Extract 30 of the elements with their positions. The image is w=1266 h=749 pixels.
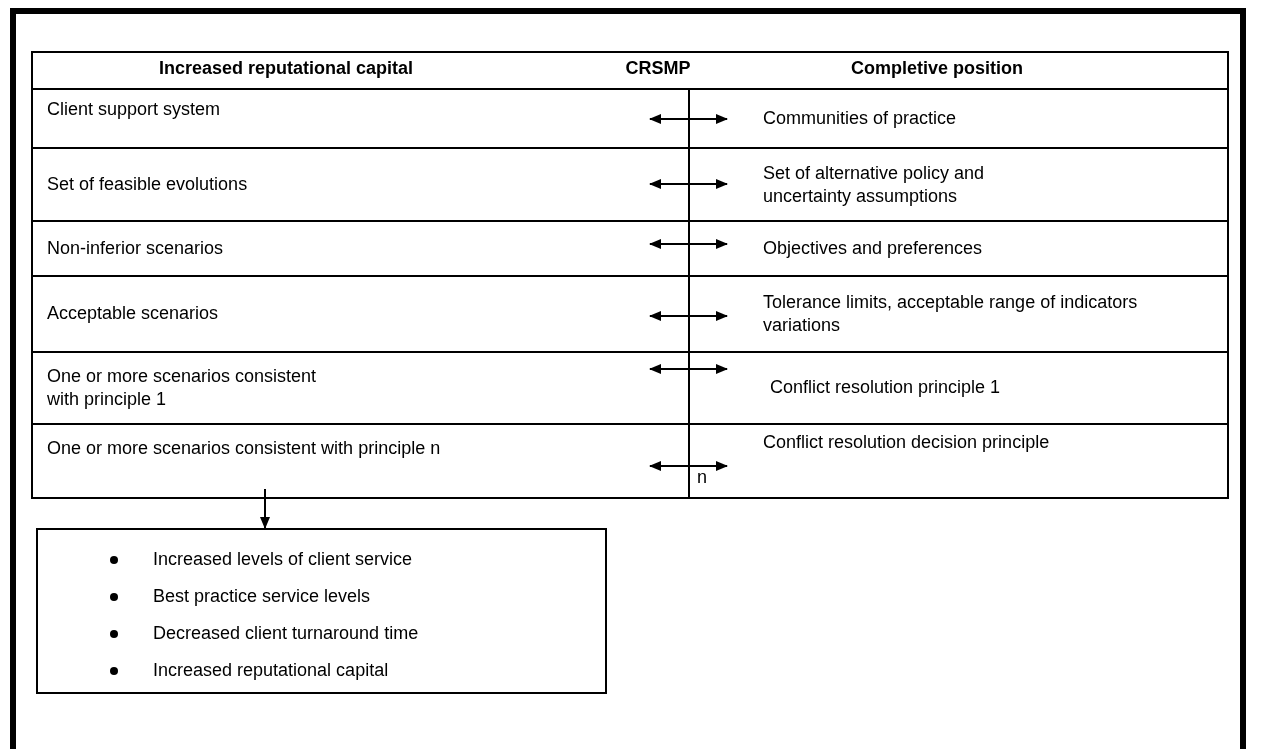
cell-text: Communities of practice (763, 106, 958, 130)
cell-text: Client support system (47, 98, 222, 121)
cell-text: Conflict resolution principle 1 (770, 376, 1002, 400)
arrow (649, 311, 728, 321)
arrow (649, 179, 728, 189)
column-header: CRSMP (625, 58, 691, 79)
cell-text: Objectives and preferences (763, 236, 984, 260)
list-item: Decreased client turnaround time (153, 623, 419, 644)
index-label: n (697, 467, 707, 488)
outcome-list-box (36, 528, 607, 694)
list-item: Best practice service levels (153, 586, 371, 607)
table-cell (31, 423, 690, 499)
column-header: Completive position (851, 58, 1023, 79)
cell-text: Set of alternative policy and uncertainty assumptions (763, 161, 986, 208)
cell-text: Non-inferior scenarios (47, 236, 225, 260)
cell-text: Acceptable scenarios (47, 302, 220, 326)
cell-text: Conflict resolution decision principle (763, 431, 1051, 454)
arrow (649, 239, 728, 249)
table-cell (688, 423, 1229, 499)
cell-text: One or more scenarios consistent with principle n (47, 437, 442, 460)
cell-text: One or more scenarios consistent with principle 1 (47, 364, 318, 411)
arrow (649, 461, 728, 471)
arrow (649, 114, 728, 124)
list-item: Increased levels of client service (153, 549, 413, 570)
arrow (649, 364, 728, 374)
list-item: Increased reputational capital (153, 660, 389, 681)
column-header: Increased reputational capital (158, 58, 414, 79)
arrow (260, 488, 270, 529)
cell-text: Tolerance limits, acceptable range of indicators variations (763, 290, 1139, 337)
cell-text: Set of feasible evolutions (47, 172, 249, 196)
